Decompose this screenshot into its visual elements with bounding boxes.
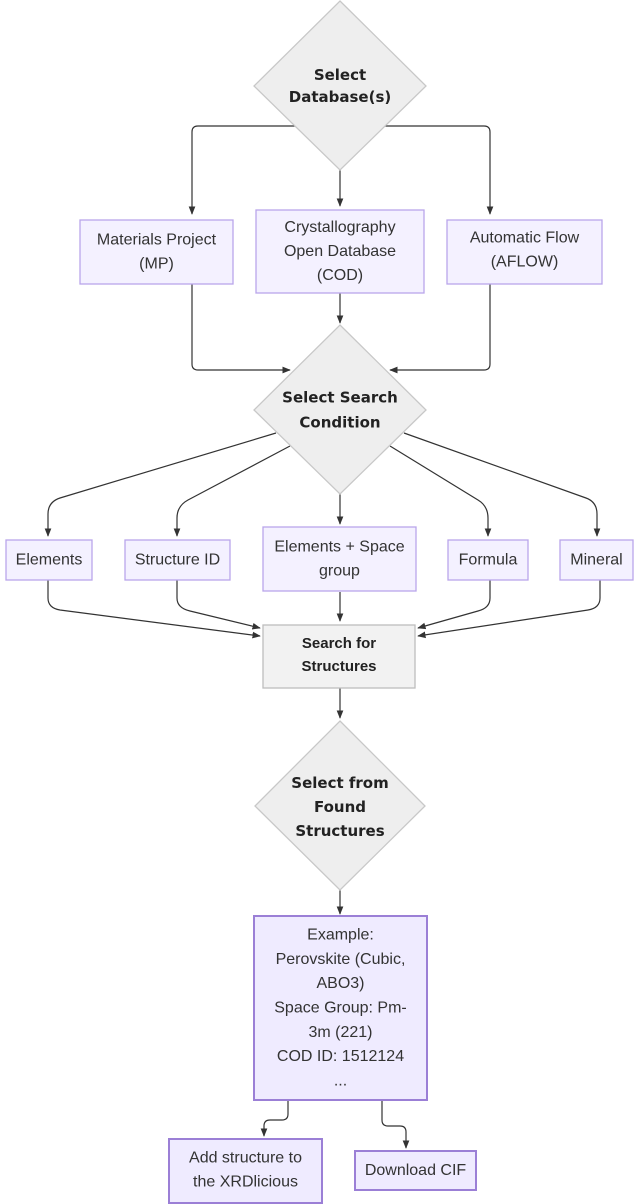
example-label-line: Perovskite (Cubic, xyxy=(276,951,406,968)
cod-label-line: Open Database xyxy=(284,243,396,260)
edge-structure-id-to-search xyxy=(176,580,261,630)
cod-label-line: (COD) xyxy=(317,267,363,284)
edge-db-to-aflow xyxy=(384,125,494,215)
edge-example-to-add xyxy=(260,1100,289,1137)
example-label-line: ... xyxy=(334,1072,347,1089)
elements-node: Elements xyxy=(5,539,93,581)
edge-condition-to-mineral xyxy=(403,432,601,537)
cod-label-line: Crystallography xyxy=(284,219,395,236)
edges xyxy=(44,125,601,1149)
edge-formula-to-search xyxy=(417,580,491,630)
edge-condition-to-structure-id xyxy=(173,445,291,537)
select-database-label-line: Database(s) xyxy=(289,88,391,106)
edge-aflow-to-condition xyxy=(389,284,491,374)
example-label-line: COD ID: 1512124 xyxy=(277,1048,404,1065)
example-label-line: Space Group: Pm- xyxy=(274,1000,407,1017)
materials-project-node: Materials Project (MP) xyxy=(79,219,234,285)
search-for-structures-label-line: Search for xyxy=(302,635,376,652)
elements-label-line: Elements xyxy=(16,552,83,569)
add-structure-label-line: Add structure to xyxy=(189,1150,302,1167)
select-from-found-label-line: Select from xyxy=(291,774,388,792)
select-search-condition-label-line: Condition xyxy=(299,414,380,432)
formula-node: Formula xyxy=(447,539,529,581)
download-cif-label-line: Download CIF xyxy=(365,1162,467,1179)
materials-project-label-line: Materials Project xyxy=(97,232,217,249)
search-for-structures-label-line: Structures xyxy=(301,658,376,675)
example-label-line: ABO3) xyxy=(316,975,364,992)
download-cif-node: Download CIF xyxy=(354,1150,477,1191)
edge-condition-to-formula xyxy=(389,445,492,537)
edge-db-to-mp xyxy=(188,125,296,215)
example-label-line: Example: xyxy=(307,927,374,944)
edge-mp-to-condition xyxy=(191,284,291,374)
edge-example-to-download xyxy=(381,1100,410,1149)
add-structure-label-line: the XRDlicious xyxy=(193,1174,298,1191)
select-database-label-line: Select xyxy=(314,66,366,84)
elements-space-group-node: Elements + Space group xyxy=(262,526,417,592)
elements-space-group-label-line: group xyxy=(319,563,360,580)
mineral-label-line: Mineral xyxy=(570,552,622,569)
edge-elements-to-search xyxy=(47,580,261,639)
example-label-line: 3m (221) xyxy=(308,1024,372,1041)
select-from-found-label-line: Structures xyxy=(295,822,384,840)
aflow-label-line: Automatic Flow xyxy=(470,230,580,247)
add-structure-node: Add structure to the XRDlicious xyxy=(168,1138,323,1204)
elements-space-group-label-line: Elements + Space xyxy=(274,539,404,556)
example-structure-node: Example: Perovskite (Cubic, ABO3) Space Gro… xyxy=(253,915,428,1101)
aflow-label-line: (AFLOW) xyxy=(491,254,559,271)
formula-label-line: Formula xyxy=(459,552,518,569)
select-search-condition-label-line: Select Search xyxy=(282,389,398,407)
structure-id-node: Structure ID xyxy=(124,539,231,581)
edge-condition-to-elements xyxy=(44,432,277,537)
edge-mineral-to-search xyxy=(417,580,601,639)
select-from-found-label-line: Found xyxy=(314,798,366,816)
structure-id-label-line: Structure ID xyxy=(135,552,220,569)
materials-project-label-line: (MP) xyxy=(139,256,174,273)
aflow-node: Automatic Flow (AFLOW) xyxy=(446,219,603,285)
mineral-node: Mineral xyxy=(559,539,634,581)
